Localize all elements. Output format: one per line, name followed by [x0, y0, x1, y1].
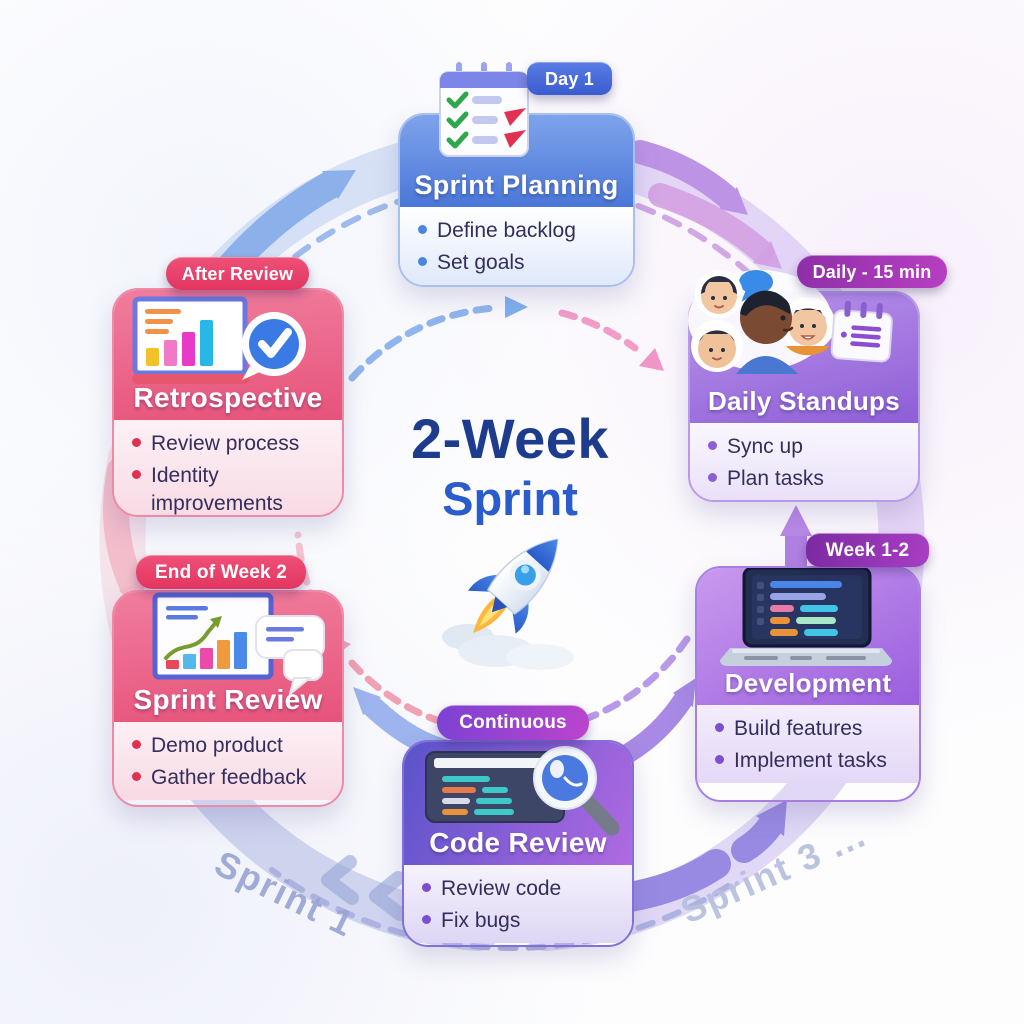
card-title: Code Review	[429, 827, 607, 858]
bullet-dot	[418, 257, 427, 267]
bullet-text: Review process	[151, 432, 300, 455]
bullet-text: Review code	[441, 877, 562, 900]
card-sprint-planning: Sprint Planning Define backlog Set goals	[398, 113, 635, 287]
card-title: Retrospective	[133, 382, 323, 413]
bullet-item: Sync up	[708, 433, 904, 460]
bullet-item: Identity improvements	[132, 462, 328, 515]
bullet-text: Define backlog	[437, 219, 576, 242]
card-title: Sprint Planning	[414, 170, 619, 200]
bullet-item: Implement tasks	[715, 747, 905, 774]
bullet-dot	[132, 438, 141, 447]
bullet-text: Plan tasks	[727, 467, 824, 491]
sprint-planning-body: Define backlog Set goals	[400, 207, 633, 285]
laptop-code-icon	[720, 568, 892, 666]
team-faces-icon	[688, 270, 835, 374]
code-review-body: Review code Fix bugs	[404, 865, 632, 943]
badge-week-1-2: Week 1-2	[806, 533, 929, 567]
checklist-calendar-icon	[439, 62, 529, 157]
inner-arrowhead-blue	[505, 296, 528, 318]
bullet-item: Gather feedback	[132, 764, 328, 791]
bullet-text: Build features	[734, 717, 863, 740]
bullet-dot	[715, 755, 724, 765]
bullet-text: Sync up	[727, 435, 803, 458]
bullet-text: Fix bugs	[441, 909, 521, 933]
bullet-dot	[422, 883, 431, 892]
bullet-text: Set goals	[437, 251, 525, 275]
center-title: 2-Week Sprint	[360, 406, 660, 526]
bullet-item: Build features	[715, 715, 905, 742]
card-title: Daily Standups	[707, 386, 900, 416]
bullet-item: Review code	[422, 875, 618, 902]
bullet-dot	[132, 470, 141, 480]
sprint-review-body: Demo product Gather feedback	[114, 722, 342, 800]
bullet-item: Review process	[132, 430, 328, 457]
bullet-dot	[132, 772, 141, 782]
ring-chevron-marks	[321, 855, 407, 921]
bullet-text: Gather feedback	[151, 766, 307, 790]
daily-standups-body: Sync up Plan tasks	[690, 423, 918, 500]
bullet-item: Define backlog	[418, 217, 619, 244]
badge-daily-15-min: Daily - 15 min	[797, 255, 947, 288]
sprint-planning-header: Sprint Planning	[400, 115, 633, 207]
rocket-icon	[442, 538, 574, 670]
development-body: Build features Implement tasks	[697, 705, 919, 783]
badge-day-1: Day 1	[527, 62, 612, 95]
badge-end-of-week-2: End of Week 2	[136, 555, 306, 589]
bullet-text: Identity improvements	[151, 464, 283, 515]
presentation-chart-icon	[152, 592, 325, 697]
outer-dashed-arc-bottom	[269, 867, 731, 951]
cycle-arrows	[103, 140, 812, 912]
bullet-dot	[708, 441, 717, 450]
check-circle-icon	[242, 312, 306, 380]
bullet-dot	[715, 723, 724, 732]
bullet-text: Implement tasks	[734, 749, 887, 773]
magnifier-glass	[533, 746, 620, 836]
bullet-dot	[708, 473, 717, 483]
retrospective-body: Review process Identity improvements	[114, 420, 342, 515]
center-title-line1: 2-Week	[410, 407, 610, 470]
badge-continuous: Continuous	[437, 705, 589, 740]
bullet-item: Demo product	[132, 732, 328, 759]
bullet-item: Plan tasks	[708, 465, 904, 492]
bullet-text: Demo product	[151, 734, 283, 757]
bullet-dot	[418, 225, 427, 234]
standup-notes-icon	[830, 300, 893, 363]
chart-checkmark-icon	[132, 296, 306, 384]
inner-arrowhead-pink	[639, 348, 664, 371]
bullet-item: Set goals	[418, 249, 619, 276]
bullet-dot	[132, 740, 141, 749]
center-title-line2: Sprint	[442, 472, 578, 525]
bullet-item: Fix bugs	[422, 907, 618, 934]
badge-after-review: After Review	[166, 257, 309, 290]
bullet-dot	[422, 915, 431, 925]
code-magnifier-icon	[425, 746, 620, 836]
card-title: Development	[724, 668, 892, 698]
feedback-bubbles-icon	[255, 615, 325, 697]
